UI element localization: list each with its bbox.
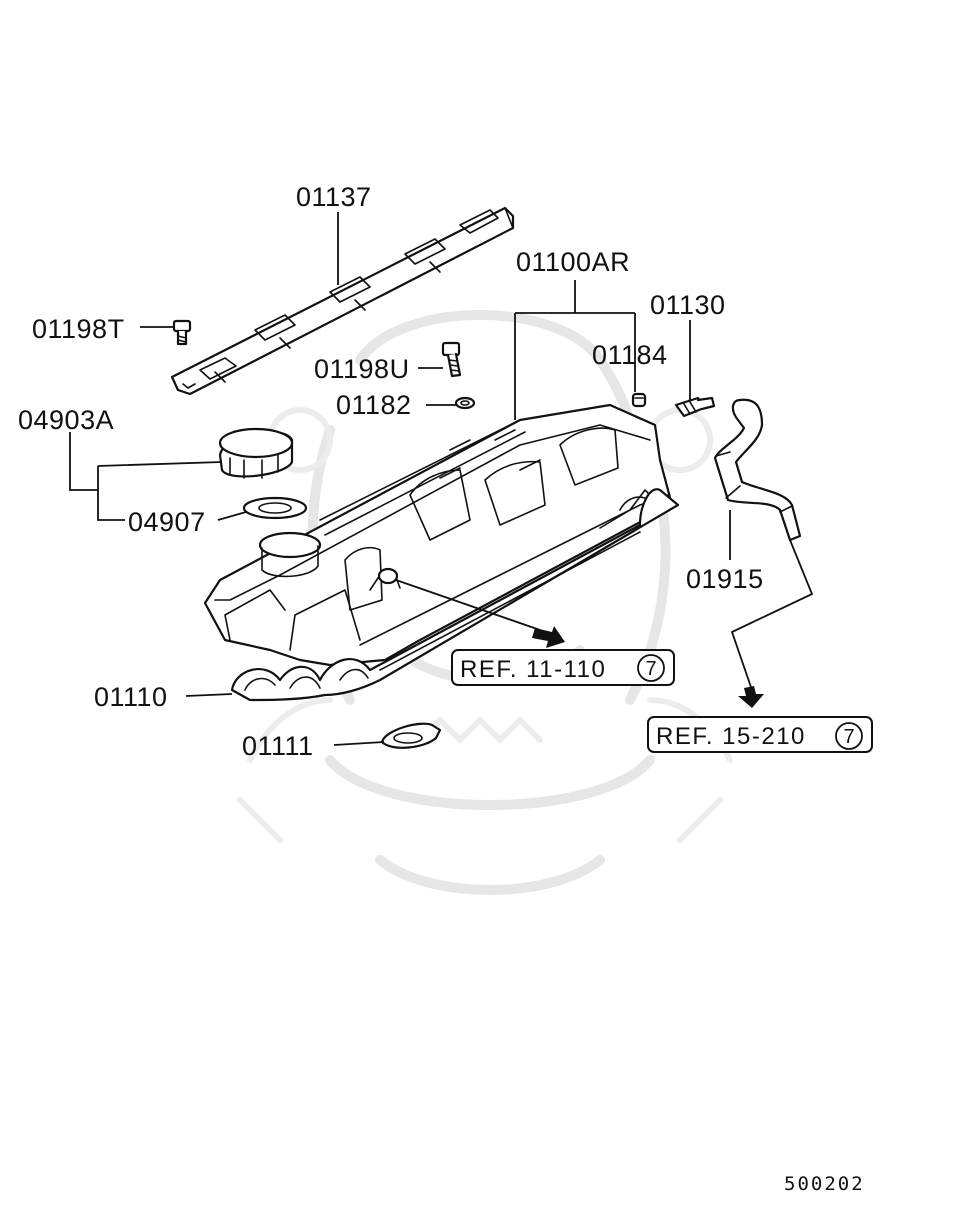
label-washer: 01182 [336, 390, 412, 420]
grommet-01184-drawing [631, 392, 647, 408]
label-cover-gasket: 01110 [94, 682, 168, 712]
label-bolt-u: 01198U [314, 354, 410, 384]
ref-box-2[interactable]: REF. 15-210 7 [647, 716, 873, 753]
label-plug-gasket: 01111 [242, 731, 314, 761]
leader-lines [69, 212, 814, 746]
valve-cover-drawing [203, 403, 674, 667]
hose-drawing [713, 398, 802, 542]
arrow-ref-1-icon [532, 626, 565, 648]
bolt-01198t-drawing [172, 319, 192, 346]
ref-box-2-num: 7 [843, 726, 854, 748]
cover-gasket-drawing [230, 488, 680, 702]
ref-arrows [532, 626, 764, 708]
label-oil-cap: 04903A [18, 405, 114, 435]
washer-01182-drawing [454, 396, 476, 410]
diagram-code: 500202 [784, 1173, 865, 1195]
label-coil-cover: 01137 [296, 182, 372, 212]
label-valve-cover: 01100AR [516, 247, 630, 277]
ref-box-1[interactable]: REF. 11-110 7 [451, 649, 675, 686]
label-bolt-t: 01198T [32, 314, 125, 344]
bolt-01198u-drawing [441, 341, 462, 378]
ref-box-2-label: REF. 15-210 [656, 723, 806, 750]
plug-gasket-drawing [380, 722, 442, 749]
coil-cover-drawing [170, 206, 515, 396]
ref-box-1-label: REF. 11-110 [460, 656, 606, 683]
label-pcv-valve: 01130 [650, 290, 726, 320]
arrow-ref-2-icon [738, 686, 764, 708]
oil-cap-drawing [218, 427, 294, 479]
label-hose: 01915 [686, 564, 764, 594]
pcv-valve-drawing [674, 396, 716, 418]
label-grommet: 01184 [592, 340, 668, 370]
label-cap-gasket: 04907 [128, 507, 206, 537]
cap-gasket-drawing [242, 496, 308, 520]
ref-box-1-num: 7 [645, 658, 656, 680]
